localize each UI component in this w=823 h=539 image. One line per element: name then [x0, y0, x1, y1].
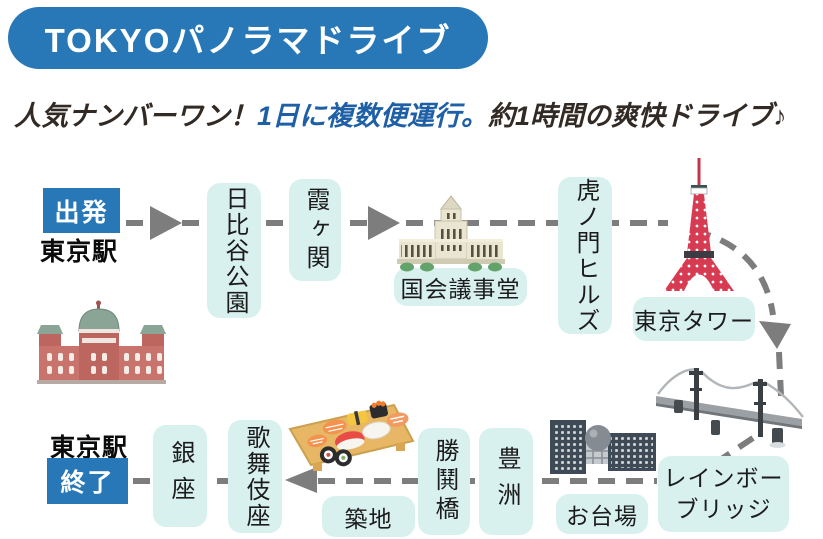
stop-box-ginza: 銀座	[153, 425, 207, 527]
route-to-bridge	[776, 351, 784, 397]
tagline: 人気ナンバーワン！1日に複数便運行。約1時間の爽快ドライブ♪	[14, 94, 787, 133]
stop-box-kasumigaseki: 霞ヶ関	[289, 179, 341, 281]
stop-box-national-diet: 国会議事堂	[394, 268, 527, 306]
departure-badge: 出発	[43, 188, 120, 233]
finish-badge: 終了	[47, 458, 128, 504]
tagline-highlight: 1日に複数便運行。	[257, 101, 489, 131]
tour-title-text: TOKYOパノラマドライブ	[44, 22, 452, 59]
finish-station-label: 東京駅	[50, 434, 129, 462]
arrow-right-icon	[150, 206, 182, 240]
page-title: TOKYOパノラマドライブ	[8, 7, 488, 69]
rainbow-bridge-illustration	[656, 368, 804, 448]
stop-box-hibiya-park: 日比谷公園	[207, 183, 261, 318]
arrow-down-icon	[759, 321, 791, 349]
arrow-right-icon	[368, 206, 400, 240]
stop-box-kachidoki-bridge: 勝鬨橋	[418, 428, 470, 535]
sushi-platter-illustration	[288, 400, 415, 471]
stop-box-toyosu: 豊洲	[479, 428, 533, 535]
stop-box-tsukiji: 築地	[322, 496, 415, 537]
tokyo-tower-illustration	[664, 158, 734, 291]
rainbow-bridge-label-line1: レインボー	[663, 464, 784, 491]
stop-box-kabukiza: 歌舞伎座	[228, 420, 282, 533]
stop-box-toranomon-hills: 虎ノ門ヒルズ	[558, 177, 612, 334]
departure-station-label: 東京駅	[40, 238, 119, 266]
tagline-lead: 人気ナンバーワン！	[14, 101, 257, 131]
tagline-tail: 約1時間の爽快ドライブ♪	[488, 101, 787, 131]
stop-box-rainbow-bridge: レインボー ブリッジ	[658, 456, 789, 532]
national-diet-building-illustration	[397, 195, 505, 272]
tokyo-station-building-illustration	[37, 300, 166, 384]
stop-box-tokyo-tower: 東京タワー	[633, 297, 755, 341]
rainbow-bridge-label-line2: ブリッジ	[675, 496, 772, 522]
arrow-left-icon	[285, 467, 317, 493]
odaiba-buildings-illustration	[550, 420, 656, 474]
stop-box-odaiba: お台場	[556, 494, 648, 534]
